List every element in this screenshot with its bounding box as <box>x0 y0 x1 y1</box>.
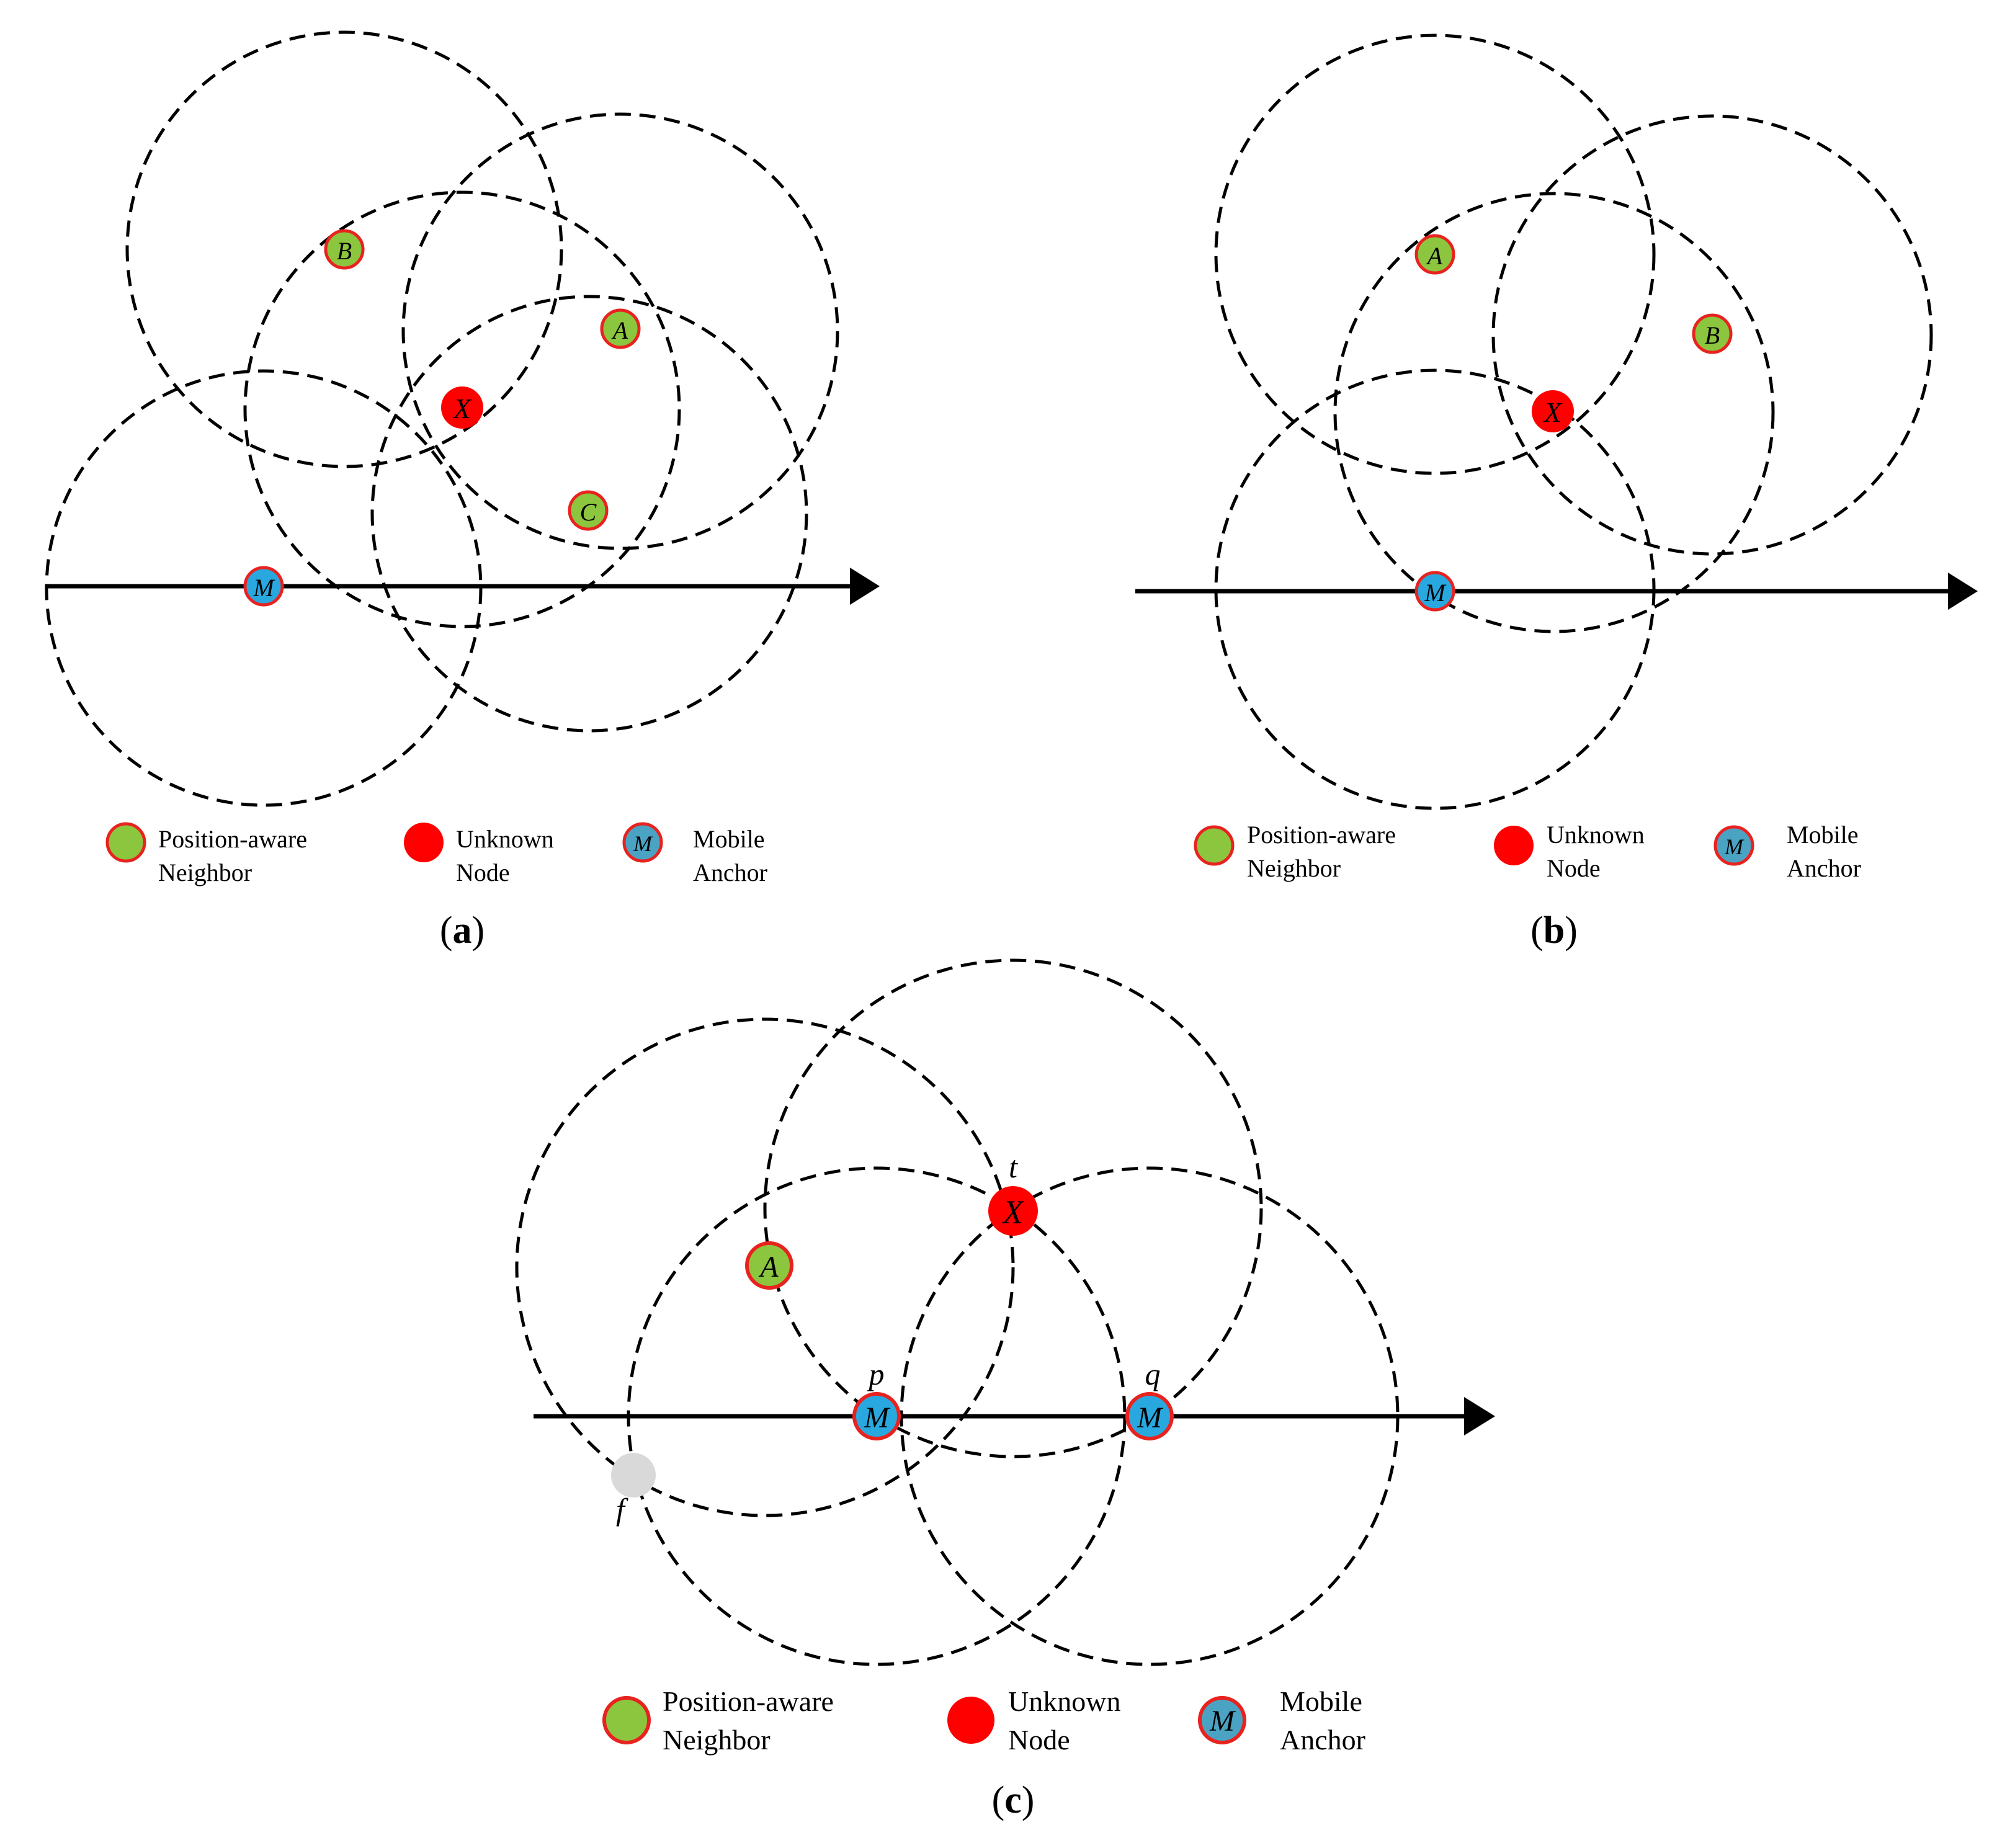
legend-b: Position-aware Neighbor Unknown Node M M… <box>1194 821 1861 882</box>
panel-c: A X M M t p q f Position-aware Neighbor … <box>515 958 1495 1821</box>
neighbor-node-b: B <box>1692 313 1733 354</box>
node-label: A <box>1426 242 1443 270</box>
legend-unknown-line2: Node <box>1547 854 1601 882</box>
legend-anchor-icon <box>1713 825 1754 866</box>
panel-a: B A X C M Position-aware Neighbor Unknow… <box>45 30 880 952</box>
legend-anchor-icon <box>1198 1696 1246 1744</box>
legend-a: Position-aware Neighbor Unknown Node M M… <box>105 822 767 886</box>
legend-unknown-line2: Node <box>1008 1724 1070 1756</box>
range-circle-x <box>1333 192 1775 633</box>
neighbor-node-c: C <box>568 490 609 531</box>
legend-unknown-icon <box>1494 826 1534 865</box>
node-label: X <box>1543 396 1563 428</box>
panel-caption-c: (c) <box>992 1779 1035 1821</box>
point-label-q: q <box>1145 1357 1161 1391</box>
node-label: A <box>758 1251 779 1283</box>
legend-neighbor-icon <box>602 1696 651 1744</box>
legend-anchor-line1: Mobile <box>1787 821 1859 849</box>
legend-neighbor-line1: Position-aware <box>663 1685 834 1717</box>
unknown-node-x: X <box>441 386 483 429</box>
arrow-head-c <box>1464 1397 1495 1435</box>
node-label: M <box>1137 1401 1164 1434</box>
mobile-anchor-m: M <box>1414 571 1455 612</box>
point-label-p: p <box>867 1357 885 1391</box>
range-circle-b <box>1491 114 1933 556</box>
arrow-head-b <box>1948 573 1978 610</box>
panel-caption-b: (b) <box>1530 909 1578 952</box>
legend-unknown-icon <box>947 1697 994 1744</box>
mobile-anchor-m-p: M <box>852 1392 901 1440</box>
legend-neighbor-line1: Position-aware <box>1247 821 1396 849</box>
node-label: M <box>1424 579 1447 607</box>
legend-anchor-line1: Mobile <box>693 825 765 853</box>
legend-unknown-line1: Unknown <box>1008 1685 1120 1717</box>
panel-caption-a: (a) <box>440 909 485 952</box>
legend-anchor-line2: Anchor <box>693 859 767 886</box>
legend-unknown-line1: Unknown <box>456 825 554 853</box>
legend-anchor-symbol: M <box>1724 834 1745 859</box>
legend-neighbor-line2: Neighbor <box>663 1724 771 1756</box>
neighbor-node-a: A <box>745 1241 793 1290</box>
legend-unknown-line1: Unknown <box>1547 821 1645 849</box>
range-circle-x <box>243 190 681 628</box>
legend-anchor-symbol: M <box>1209 1705 1236 1738</box>
range-circle-a <box>515 1017 1015 1517</box>
legend-unknown-line2: Node <box>456 859 510 886</box>
grey-point-f <box>611 1453 656 1498</box>
legend-neighbor-icon <box>1194 825 1235 866</box>
unknown-node-x: X <box>988 1186 1038 1236</box>
range-circle-a <box>1214 33 1656 475</box>
legend-neighbor-line1: Position-aware <box>158 825 307 853</box>
mobile-anchor-m: M <box>243 566 284 607</box>
node-label: M <box>864 1401 891 1434</box>
range-circle-a <box>401 112 839 550</box>
mobile-anchor-m-q: M <box>1125 1392 1174 1440</box>
range-circle-x <box>763 958 1263 1458</box>
point-label-f: f <box>616 1492 628 1527</box>
node-label: M <box>252 574 275 602</box>
range-circle-c <box>370 295 808 733</box>
arrow-head-a <box>850 568 880 605</box>
unknown-node-x: X <box>1532 390 1574 432</box>
node-label: X <box>1002 1194 1025 1231</box>
node-label: B <box>1705 321 1720 349</box>
node-label: X <box>452 393 472 424</box>
legend-c: Position-aware Neighbor Unknown Node M M… <box>602 1685 1365 1756</box>
legend-unknown-icon <box>404 823 444 862</box>
point-label-t: t <box>1009 1149 1018 1184</box>
range-circle-b <box>125 30 563 468</box>
legend-anchor-line2: Anchor <box>1787 854 1861 882</box>
node-label: A <box>611 316 628 344</box>
neighbor-node-a: A <box>1414 234 1455 275</box>
legend-anchor-symbol: M <box>633 831 653 856</box>
legend-neighbor-icon <box>105 822 146 863</box>
legend-neighbor-line2: Neighbor <box>1247 854 1341 882</box>
legend-anchor-line1: Mobile <box>1280 1685 1362 1717</box>
legend-anchor-icon <box>622 822 663 863</box>
panel-b: A B X M Position-aware Neighbor Unknown … <box>1135 33 1978 952</box>
legend-anchor-line2: Anchor <box>1280 1724 1365 1756</box>
legend-neighbor-line2: Neighbor <box>158 859 252 886</box>
neighbor-node-a: A <box>600 308 641 349</box>
node-label: C <box>580 498 597 526</box>
node-label: B <box>337 237 352 265</box>
neighbor-node-b: B <box>324 229 365 270</box>
